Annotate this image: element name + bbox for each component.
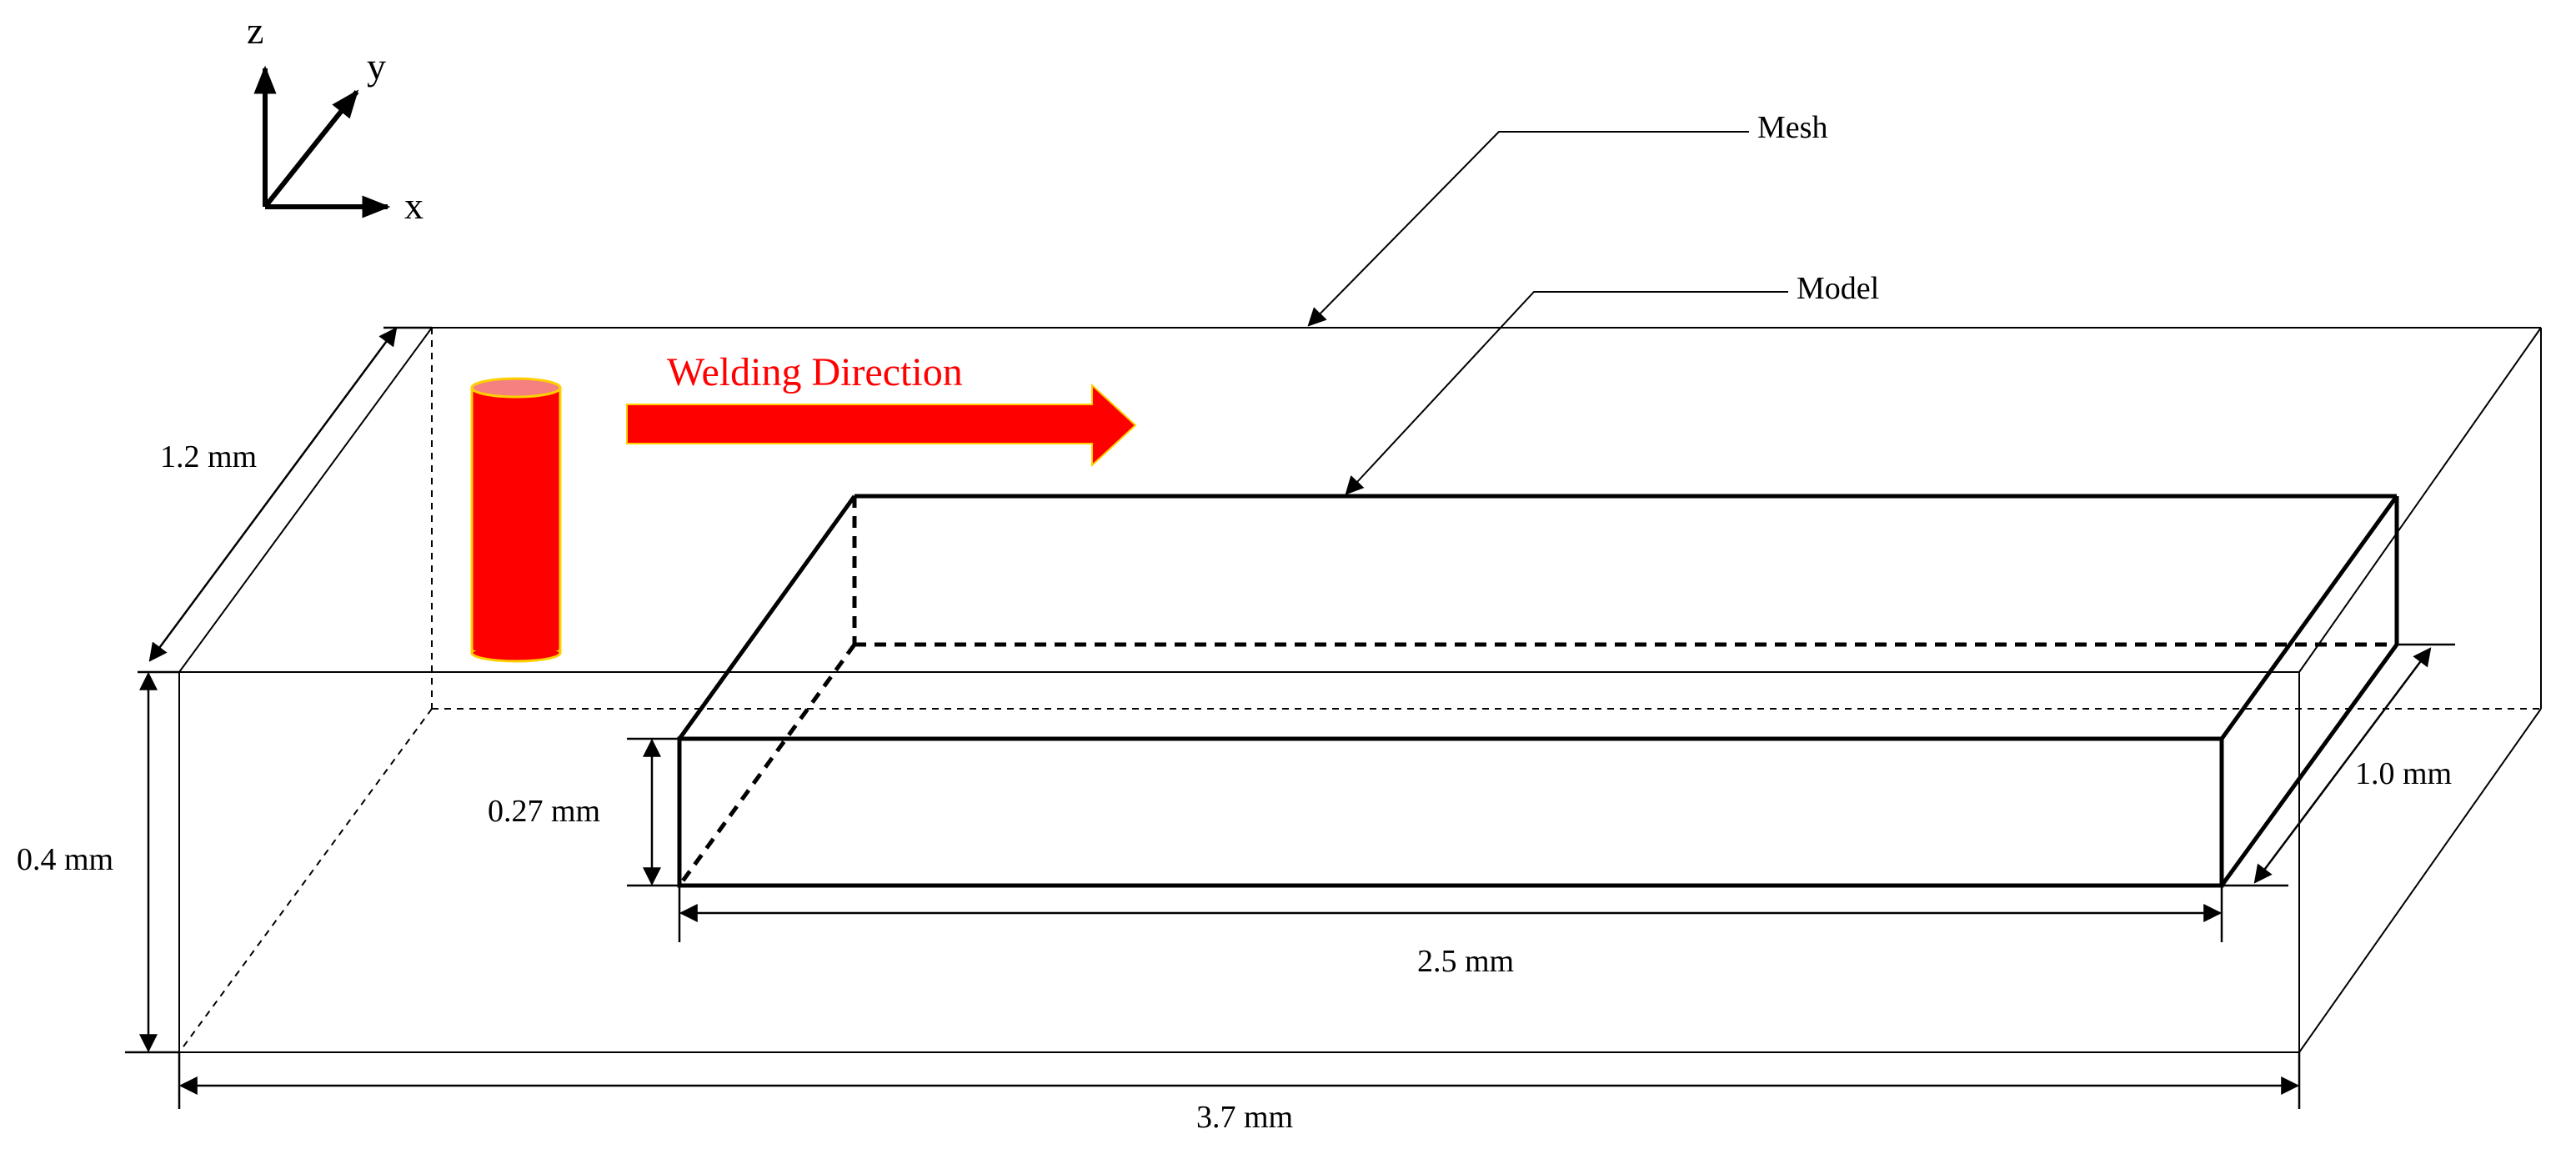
mesh-top-left-edge [178,327,433,673]
model-box [677,494,2399,888]
mesh-callout-label: Mesh [1757,110,1827,145]
callouts [1307,131,1788,495]
welding-direction-arrow: Welding Direction [626,350,1137,468]
welding-torch [470,377,562,663]
model-top-left-edge [677,494,857,740]
mesh-hidden-left-bottom [178,708,433,1053]
x-axis-label: x [404,184,423,227]
model-front-face [677,736,2224,888]
dim-mesh-height-label: 0.4 mm [17,842,113,877]
dim-mesh-depth-label: 1.2 mm [160,439,257,474]
dim-model-length-label: 2.5 mm [1417,944,1514,979]
welding-direction-label: Welding Direction [667,350,963,394]
model-callout-label: Model [1797,271,1879,306]
dim-mesh-depth-line [148,327,398,662]
mesh-callout-leader [1307,131,1749,327]
dimension-lines [125,326,2455,1109]
dim-model-height-label: 0.27 mm [488,794,600,829]
dim-model-depth-line [2253,647,2432,884]
mesh-top-right-edge [2298,327,2542,673]
model-top-right-edge [2219,494,2399,740]
z-axis-label: z [247,9,263,52]
y-axis-label: y [367,45,386,88]
torch-top-cap [470,377,562,399]
welding-arrow-shape [626,383,1137,468]
coordinate-axes: z y x [247,9,423,227]
dim-mesh-length-label: 3.7 mm [1196,1100,1293,1135]
model-hidden-left-bottom [677,643,857,887]
y-axis-line [263,89,359,208]
mesh-front-face [178,671,2300,1053]
dim-model-depth-label: 1.0 mm [2355,756,2452,791]
model-callout-leader [1345,291,1788,495]
